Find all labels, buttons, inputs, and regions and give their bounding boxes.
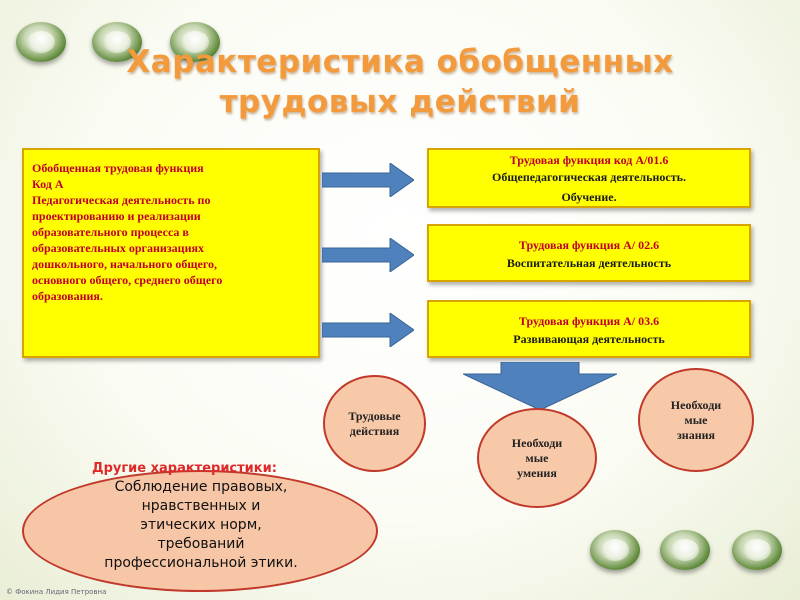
- oval-text: Необходи: [670, 397, 722, 412]
- function-code: Трудовая функция А/ 02.6: [518, 238, 660, 252]
- main-box-heading: Обобщенная трудовая функция: [32, 161, 204, 175]
- other-line: этических норм,: [140, 517, 262, 533]
- oval-text: Необходи: [511, 435, 563, 450]
- function-name: Воспитательная деятельность: [506, 256, 672, 270]
- labor-function-box-3: Трудовая функция А/ 03.6 Развивающая дея…: [427, 300, 751, 358]
- main-box-body-line: образовательных организациях: [32, 241, 204, 255]
- right-arrow-icon: [322, 163, 414, 197]
- function-code: Трудовая функция А/ 03.6: [518, 314, 660, 328]
- orb-button-icon: [92, 22, 142, 62]
- labor-function-box-2: Трудовая функция А/ 02.6 Воспитательная …: [427, 224, 751, 282]
- down-arrow-icon: [463, 362, 617, 410]
- oval-text: мые: [684, 412, 708, 427]
- other-line: нравственных и: [141, 498, 261, 514]
- main-box-body-line: образования.: [32, 289, 103, 303]
- oval-text: знания: [676, 427, 716, 442]
- orb-button-icon: [16, 22, 66, 62]
- other-line: Соблюдение правовых,: [114, 479, 288, 495]
- orb-button-icon: [660, 530, 710, 570]
- oval-text: Трудовые: [348, 408, 401, 423]
- main-box-body-line: Педагогическая деятельность по: [32, 193, 211, 207]
- main-box-code: Код А: [32, 177, 64, 191]
- main-box-body-line: основного общего, среднего общего: [32, 273, 223, 287]
- required-knowledge-oval: Необходи мые знания: [638, 368, 754, 472]
- slide-title-line2: трудовых действий: [219, 84, 581, 120]
- slide-title-line1: Характеристика обобщенных: [126, 44, 674, 80]
- required-skills-oval: Необходи мые умения: [477, 408, 597, 508]
- main-box-body-line: образовательного процесса в: [32, 225, 189, 239]
- main-box-body-line: проектированию и реализации: [32, 209, 201, 223]
- other-characteristics-oval: [22, 470, 378, 592]
- oval-text: мые: [525, 450, 549, 465]
- other-characteristics-title: Другие характеристики:: [92, 461, 277, 476]
- other-line: требований: [157, 536, 245, 552]
- function-name: Общепедагогическая деятельность.: [492, 170, 686, 184]
- main-box-body-line: дошкольного, начального общего,: [32, 257, 217, 271]
- orb-button-icon: [732, 530, 782, 570]
- other-line: профессиональной этики.: [104, 555, 298, 571]
- oval-text: действия: [349, 423, 400, 438]
- function-code: Трудовая функция код А/01.6: [509, 153, 669, 167]
- generalized-function-box: Обобщенная трудовая функция Код А Педаго…: [22, 148, 320, 358]
- orb-button-icon: [590, 530, 640, 570]
- function-name: Развивающая деятельность: [513, 332, 665, 346]
- function-name: Обучение.: [561, 190, 617, 204]
- right-arrow-icon: [322, 238, 414, 272]
- orb-button-icon: [170, 22, 220, 62]
- right-arrow-icon: [322, 313, 414, 347]
- copyright-text: © Фокина Лидия Петровна: [6, 588, 107, 596]
- oval-text: умения: [517, 465, 557, 480]
- labor-actions-oval: Трудовые действия: [323, 375, 426, 472]
- labor-function-box-1: Трудовая функция код А/01.6 Общепедагоги…: [427, 148, 751, 208]
- other-characteristics-text: Соблюдение правовых, нравственных и этич…: [60, 478, 342, 573]
